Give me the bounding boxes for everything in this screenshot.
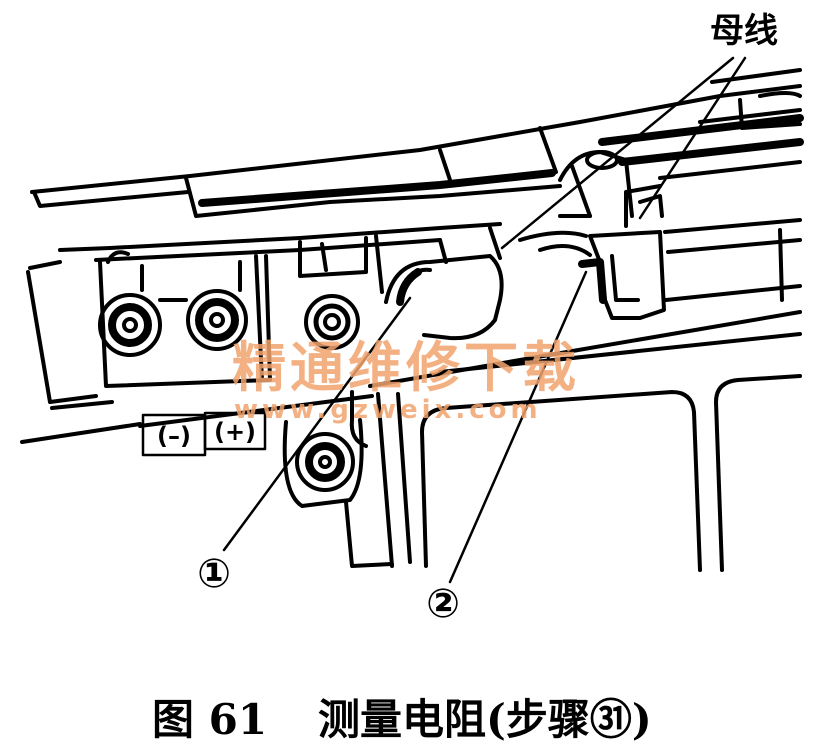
callout-1-leader xyxy=(222,296,412,552)
cover-notch-2 xyxy=(538,126,558,174)
lower-panel xyxy=(344,310,802,572)
busbar-leader-1 xyxy=(500,56,735,250)
pipe-inner-line xyxy=(570,164,592,218)
bolt-negative-ring xyxy=(108,303,152,347)
panel-cutout-1 xyxy=(420,390,702,572)
panel-left-edge-1 xyxy=(376,392,394,568)
panel-left-edge-2 xyxy=(396,392,412,564)
bolt-positive-center xyxy=(209,312,225,328)
bolt-positive xyxy=(186,289,248,351)
busbar-connector xyxy=(518,184,802,320)
right-box-mid xyxy=(666,238,802,254)
bolt-negative-center xyxy=(122,317,138,333)
cover-right-step xyxy=(738,98,802,130)
terminal-positive-label: (+) xyxy=(214,418,256,446)
leader-lines xyxy=(222,56,747,584)
bolt-lower-center xyxy=(318,455,332,469)
bolt-middle-center xyxy=(323,313,341,331)
connector-post xyxy=(624,184,662,228)
frame-bottom-left xyxy=(20,422,142,444)
connector-terminal xyxy=(578,258,607,304)
bolt-negative xyxy=(98,293,162,357)
cover-left-end xyxy=(32,190,190,208)
top-cover xyxy=(30,68,804,218)
watermark-text: 精通维修下载 xyxy=(232,336,580,399)
bolt-lower-ring xyxy=(305,442,345,482)
figure-number: 图 61 xyxy=(152,695,267,744)
bolt-lower xyxy=(282,418,364,508)
bolt-middle xyxy=(304,294,360,350)
frame-lower-ledge xyxy=(50,400,114,410)
bolt-middle-outer xyxy=(304,294,360,350)
figure-title: 测量电阻(步骤㉛) xyxy=(318,695,652,744)
bolt-lower-outer xyxy=(295,432,355,492)
busbar-leader-2 xyxy=(638,56,747,220)
bolt-positive-outer xyxy=(186,289,248,351)
connector-cable-2 xyxy=(518,230,588,242)
pipe-end xyxy=(585,150,619,170)
watermark: 精通维修下载 www.gzweix.com xyxy=(232,336,580,425)
callout-2-label: ② xyxy=(426,581,460,627)
frame-left-wall xyxy=(26,270,98,404)
cover-top-edge xyxy=(30,84,802,194)
right-box-wall xyxy=(778,228,784,302)
callout-1-label: ① xyxy=(197,551,231,597)
terminal-labels: (–) (+) xyxy=(141,411,267,457)
central-bracket-shadow xyxy=(396,268,422,306)
panel-cutout-2 xyxy=(714,374,802,572)
cover-dark-band xyxy=(198,169,556,207)
connector-slot xyxy=(610,254,640,302)
right-box-top xyxy=(663,218,802,234)
panel-top-edge xyxy=(368,310,802,388)
right-box-bottom xyxy=(664,284,802,302)
frame-left-top xyxy=(28,260,62,270)
housing-top-line xyxy=(58,222,502,252)
pipe xyxy=(558,150,634,218)
terminal-negative-label: (–) xyxy=(157,422,191,450)
central-bracket xyxy=(384,226,504,341)
bolt-positive-ring xyxy=(195,298,239,342)
connector-cap xyxy=(638,194,664,218)
bolt-negative-outer xyxy=(98,293,162,357)
cover-ridge-upper xyxy=(710,68,802,84)
mount-wall xyxy=(254,254,264,382)
bolt-middle-ring xyxy=(313,303,351,341)
housing-tab xyxy=(106,250,130,264)
central-bracket-outline xyxy=(384,254,504,341)
callout-2-leader xyxy=(448,270,588,584)
cover-right-line-4 xyxy=(698,108,802,124)
connector-cable-1 xyxy=(538,244,592,257)
figure-caption: 图 61 测量电阻(步骤㉛) xyxy=(152,695,652,744)
panel-bolt-curve xyxy=(349,390,368,448)
cover-right-band-2 xyxy=(618,138,804,166)
mid-block-edge xyxy=(374,234,384,294)
panel-bottom xyxy=(344,500,394,568)
central-bracket-post-2 xyxy=(488,226,502,260)
cover-lip xyxy=(184,176,562,218)
watermark-site: www.gzweix.com xyxy=(234,395,542,425)
bolt-lower-bracket xyxy=(282,418,364,508)
busbar-label: 母线 xyxy=(710,11,778,51)
bracket-housing xyxy=(58,222,502,388)
mid-block-tick xyxy=(320,242,328,272)
panel-top-edge-2 xyxy=(438,332,802,374)
cover-right-curl xyxy=(758,91,802,98)
housing-body xyxy=(98,254,272,388)
central-bracket-post-1 xyxy=(438,238,448,264)
cover-right-line-3 xyxy=(658,160,802,180)
mid-block xyxy=(298,236,368,278)
cover-notch-1 xyxy=(438,148,452,182)
terminal-positive-box xyxy=(203,411,267,451)
